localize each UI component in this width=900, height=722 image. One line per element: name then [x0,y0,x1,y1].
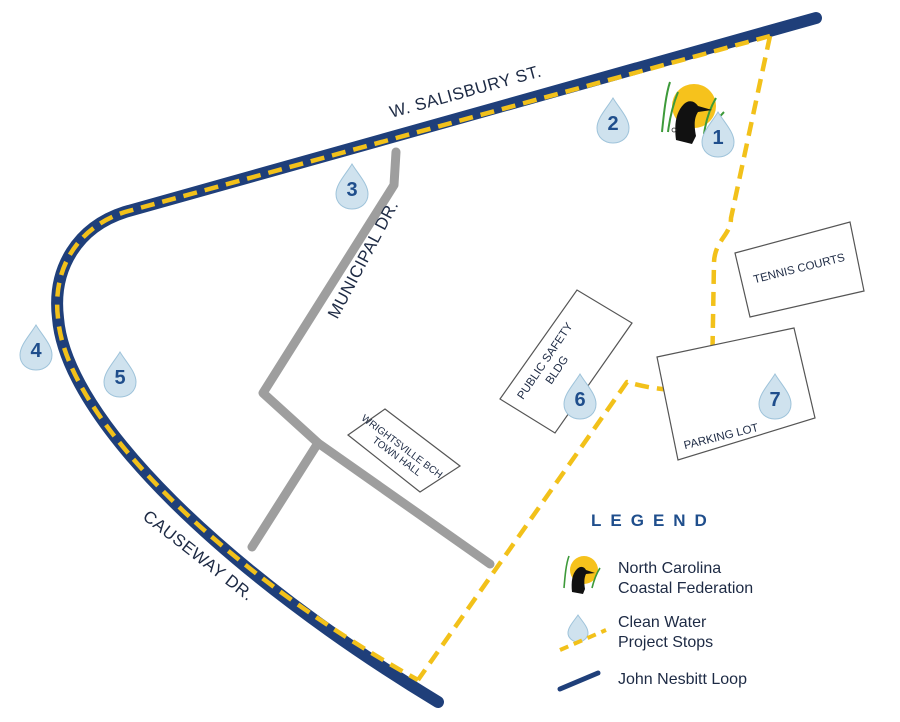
legend-federation-icon [563,555,601,594]
legend-title: LEGEND [591,511,716,530]
legend-federation-line2: Coastal Federation [618,580,753,597]
svg-text:2: 2 [607,113,618,135]
clean-water-route [54,33,771,682]
svg-text:3: 3 [346,179,357,201]
svg-text:4: 4 [30,340,42,362]
legend-loop-swatch [557,670,601,692]
parking-lot: PARKING LOT [656,327,816,461]
stop-5: 5 [103,351,137,398]
svg-text:1: 1 [712,127,723,149]
municipal-drive-label: MUNICIPAL DR. [324,197,402,322]
stop-1: 1 [701,111,735,158]
legend-federation-line1: North Carolina [618,560,721,577]
tennis-courts: TENNIS COURTS [734,221,865,318]
svg-text:6: 6 [574,389,585,411]
legend-water-drop-icon [567,614,589,643]
municipal-drive-road [247,147,495,569]
stop-2: 2 [596,97,630,144]
svg-text:7: 7 [769,389,780,411]
stop-6: 6 [563,373,597,420]
legend-stops-line2: Project Stops [618,634,713,651]
svg-text:5: 5 [114,367,125,389]
legend-loop-label: John Nesbitt Loop [618,671,747,688]
stop-4: 4 [19,324,53,371]
legend: LEGEND North Carolina Coastal Federation… [557,511,753,692]
clean-water-route-inner [416,35,773,682]
stop-7: 7 [758,373,792,420]
legend-route-swatch [559,628,607,652]
stop-3: 3 [335,163,369,210]
legend-stops-line1: Clean Water [618,614,707,631]
coastal-federation-logo [661,81,725,144]
